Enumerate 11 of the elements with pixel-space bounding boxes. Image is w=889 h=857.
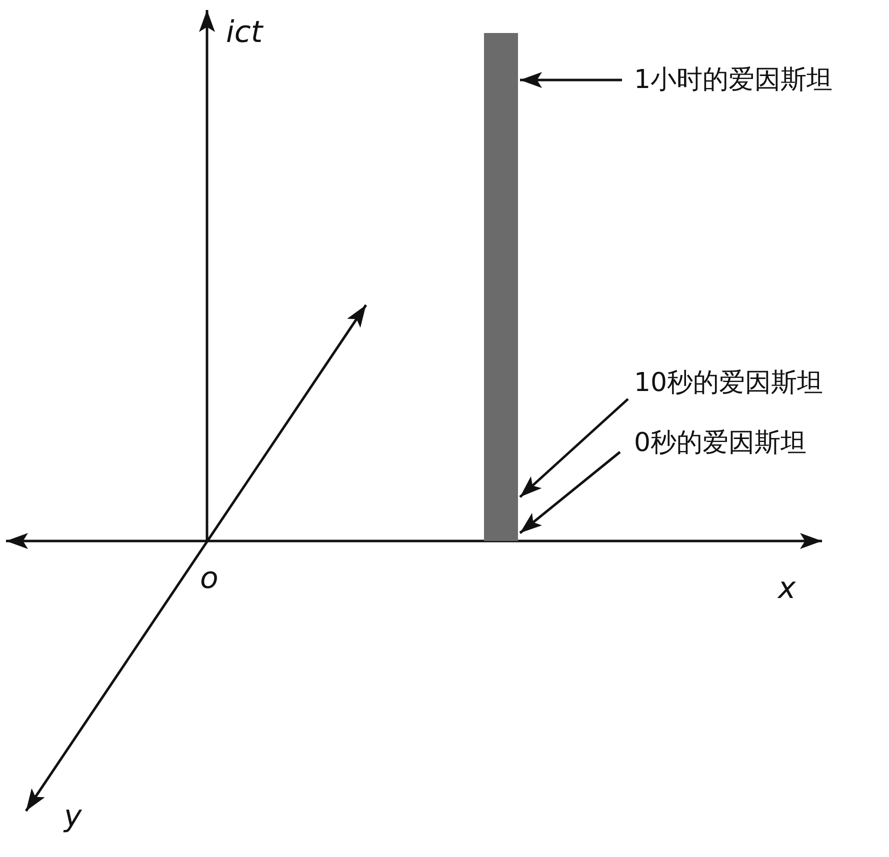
worldline-bar [484,33,518,541]
arrow [520,72,622,88]
caption-text: 1小时的爱因斯坦 [634,64,833,96]
origin-label: o [200,562,218,596]
axis-label: y [64,800,82,834]
axis-label: x [778,572,796,606]
caption-text: 10秒的爱因斯坦 [634,367,824,399]
arrow [519,451,621,534]
arrow [519,398,629,498]
axis-label: ict [226,16,263,50]
caption-text: 0秒的爱因斯坦 [634,427,807,459]
